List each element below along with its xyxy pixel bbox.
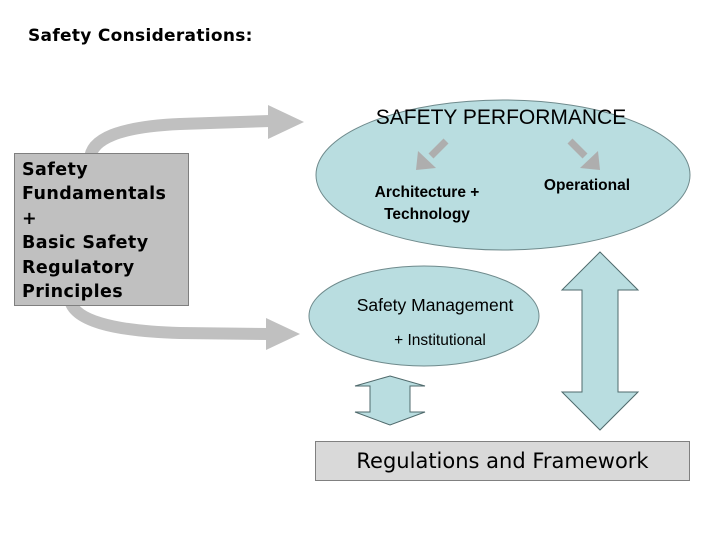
- fundamentals-line: Basic Safety: [22, 233, 149, 254]
- safety-fundamentals-box: Safety Fundamentals + Basic Safety Regul…: [14, 153, 189, 306]
- safety-management-ellipse: [308, 265, 540, 367]
- institutional-label: + Institutional: [394, 332, 486, 349]
- arrow-to-operational-icon: [567, 138, 600, 170]
- architecture-line: Architecture +: [374, 184, 480, 201]
- regulations-framework-label: Regulations and Framework: [356, 449, 649, 473]
- regulations-framework-box: Regulations and Framework: [315, 441, 690, 481]
- safety-performance-ellipse: [315, 99, 691, 251]
- curved-arrow-to-management-head: [266, 318, 300, 350]
- fundamentals-line: +: [22, 208, 38, 229]
- operational-label: Operational: [543, 177, 631, 194]
- fundamentals-line: Regulatory: [22, 257, 135, 278]
- double-arrow-performance-regulations: [560, 251, 640, 431]
- curved-arrow-to-management: [64, 298, 269, 340]
- curved-arrow-to-performance: [84, 115, 271, 161]
- fundamentals-line: Fundamentals: [22, 184, 167, 205]
- technology-line: Technology: [384, 206, 470, 223]
- fundamentals-line: Safety: [22, 160, 89, 180]
- arrow-to-architecture-icon: [416, 138, 449, 170]
- page-title: Safety Considerations:: [28, 26, 253, 46]
- safety-management-title: Safety Management: [356, 295, 514, 315]
- double-arrow-management-regulations: [354, 375, 426, 426]
- safety-performance-title: SAFETY PERFORMANCE: [375, 106, 627, 129]
- fundamentals-line: Principles: [22, 282, 124, 303]
- curved-arrow-to-performance-head: [268, 105, 304, 139]
- architecture-technology-label: Architecture + Technology: [352, 182, 502, 226]
